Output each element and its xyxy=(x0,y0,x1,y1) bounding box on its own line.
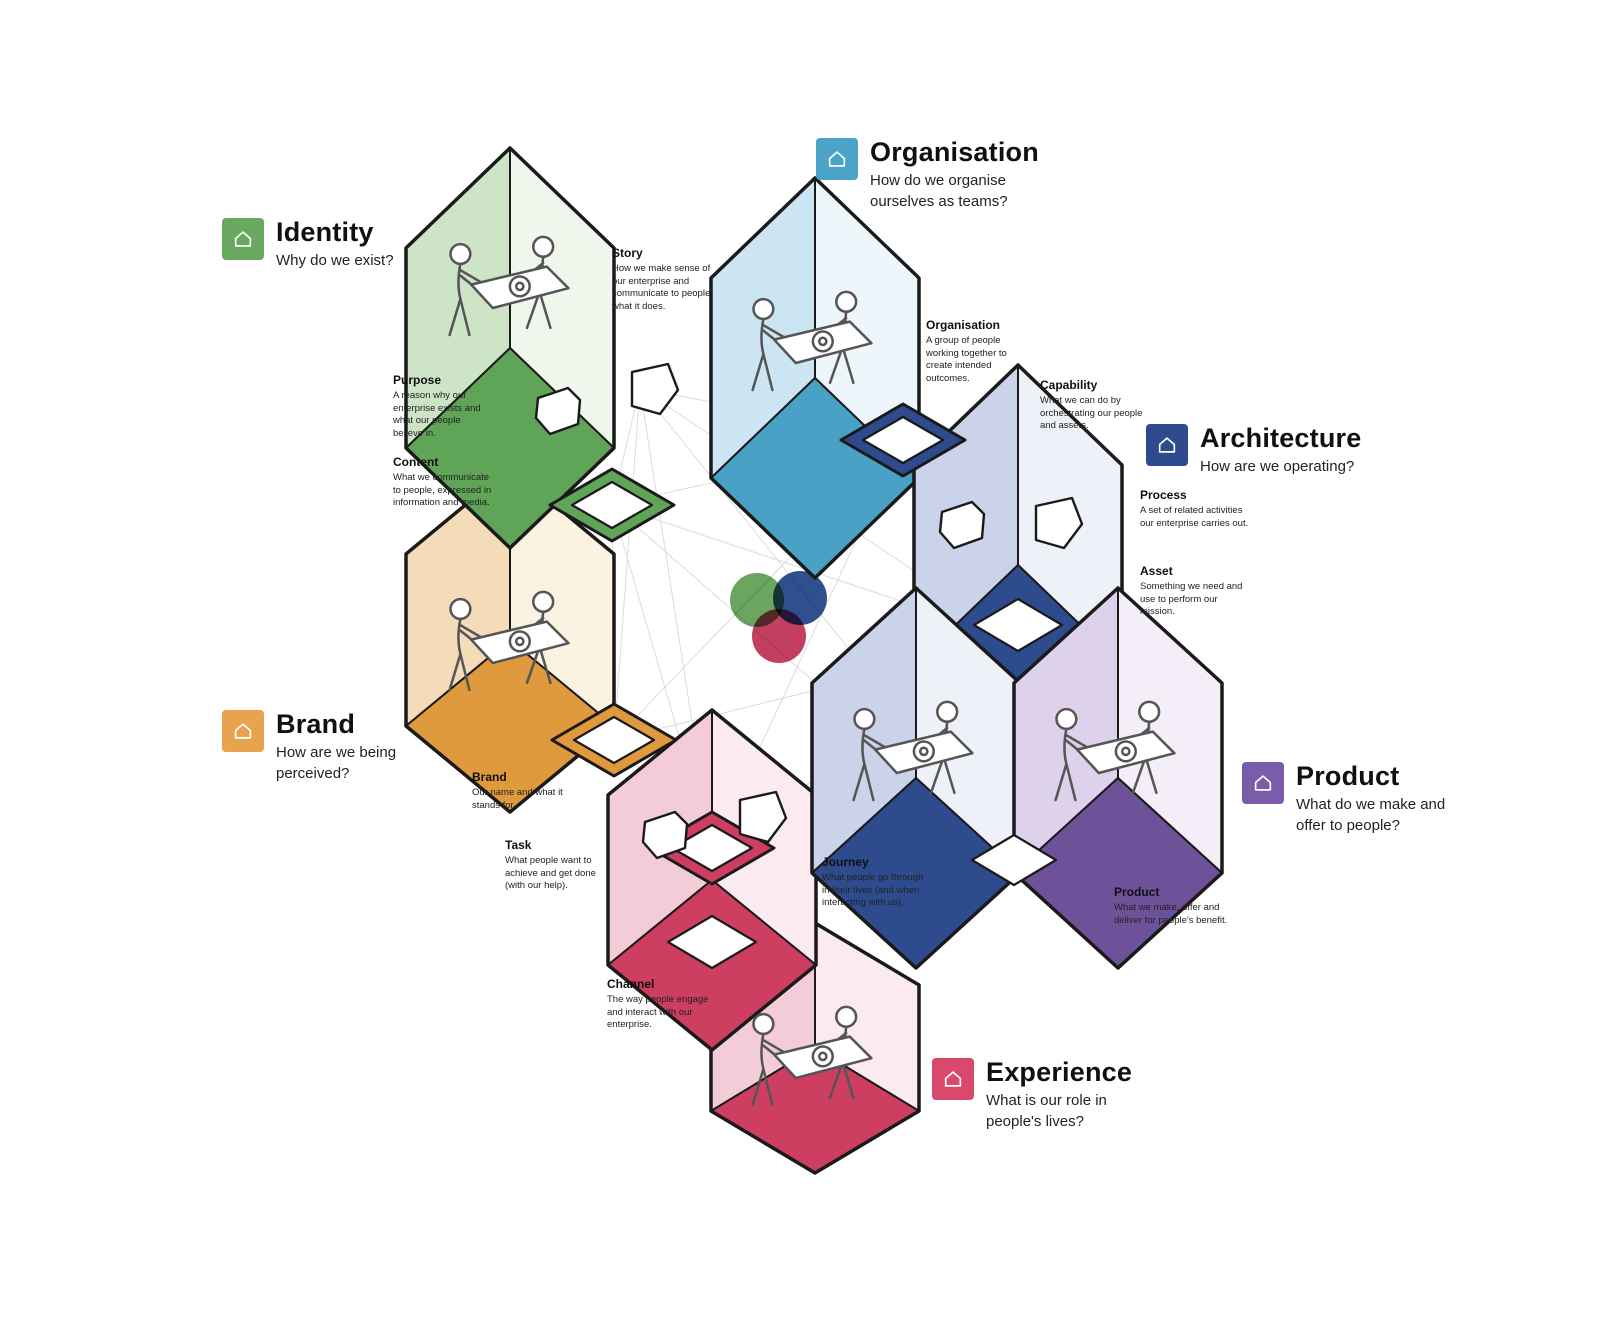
label-product: Product What we make, offer and deliver … xyxy=(1114,885,1229,927)
architecture-subtitle: How are we operating? xyxy=(1200,458,1355,476)
purpose-glyph-a xyxy=(534,386,582,436)
experience-home-icon xyxy=(932,1058,974,1100)
section-brand: Brand How are we being perceived? xyxy=(222,710,401,784)
organisation-home-icon xyxy=(816,138,858,180)
label-content-desc: What we communicate to people, expressed… xyxy=(393,472,492,509)
capability-window xyxy=(861,415,945,465)
label-product-title: Product xyxy=(1114,885,1160,899)
brand-subtitle: How are we being perceived? xyxy=(276,744,397,782)
label-story-desc: How we make sense of our enterprise and … xyxy=(612,263,711,312)
content-window xyxy=(570,480,654,530)
label-product-desc: What we make, offer and deliver for peop… xyxy=(1114,902,1228,926)
label-organisation-title: Organisation xyxy=(926,318,1001,332)
venn-red-circle xyxy=(752,609,806,663)
brand-title: Brand xyxy=(276,709,356,739)
identity-subtitle: Why do we exist? xyxy=(276,252,394,270)
label-journey-desc: What people go through in their lives (a… xyxy=(822,872,924,909)
label-task-title: Task xyxy=(505,838,532,852)
architecture-title: Architecture xyxy=(1200,423,1362,453)
purpose-glyph-b xyxy=(630,362,680,416)
label-brand: Brand Our name and what it stands for. xyxy=(472,770,577,812)
label-content-title: Content xyxy=(393,455,439,469)
label-journey: Journey What people go through in their … xyxy=(822,855,927,910)
label-capability-title: Capability xyxy=(1040,378,1098,392)
label-task-desc: What people want to achieve and get done… xyxy=(505,855,596,892)
organisation-cube xyxy=(709,176,921,580)
section-identity: Identity Why do we exist? xyxy=(222,218,426,272)
label-asset-title: Asset xyxy=(1140,564,1173,578)
label-capability: Capability What we can do by orchestrati… xyxy=(1040,378,1145,433)
product-cube-outline xyxy=(1012,586,1224,970)
label-journey-title: Journey xyxy=(822,855,869,869)
label-channel-title: Channel xyxy=(607,977,655,991)
section-architecture: Architecture How are we operating? xyxy=(1146,424,1390,478)
experience-title: Experience xyxy=(986,1057,1133,1087)
task-window xyxy=(670,823,754,873)
label-process-title: Process xyxy=(1140,488,1187,502)
label-organisation: Organisation A group of people working t… xyxy=(926,318,1031,385)
brand-cube-outline xyxy=(404,466,616,814)
journey-product-window xyxy=(970,833,1058,887)
section-product: Product What do we make and offer to peo… xyxy=(1242,762,1451,836)
channel-window xyxy=(666,914,758,970)
organisation-cube-outline xyxy=(709,176,921,580)
label-asset-desc: Something we need and use to perform our… xyxy=(1140,581,1243,618)
label-channel-desc: The way people engage and interact with … xyxy=(607,994,709,1031)
label-asset: Asset Something we need and use to perfo… xyxy=(1140,564,1250,619)
process-glyph-b xyxy=(1034,496,1084,550)
venn-diagram xyxy=(730,571,827,663)
label-content: Content What we communicate to people, e… xyxy=(393,455,493,510)
label-organisation-desc: A group of people working together to cr… xyxy=(926,335,1007,384)
experience-subtitle: What is our role in people's lives? xyxy=(986,1092,1107,1130)
label-purpose-title: Purpose xyxy=(393,373,442,387)
label-brand-title: Brand xyxy=(472,770,507,784)
process-glyph-a xyxy=(938,500,986,550)
product-subtitle: What do we make and offer to people? xyxy=(1296,796,1446,834)
brand-window xyxy=(572,715,656,765)
label-purpose-desc: A reason why our enterprise exists and w… xyxy=(393,390,481,439)
label-process-desc: A set of related activities our enterpri… xyxy=(1140,505,1249,529)
task-glyph-b xyxy=(738,790,788,844)
architecture-home-icon xyxy=(1146,424,1188,466)
identity-home-icon xyxy=(222,218,264,260)
organisation-title: Organisation xyxy=(870,137,1039,167)
label-process: Process A set of related activities our … xyxy=(1140,488,1255,530)
section-experience: Experience What is our role in people's … xyxy=(932,1058,1132,1132)
label-story-title: Story xyxy=(612,246,643,260)
organisation-subtitle: How do we organise ourselves as teams? xyxy=(870,172,1008,210)
face-glyphs xyxy=(534,362,1084,860)
label-task: Task What people want to achieve and get… xyxy=(505,838,605,893)
identity-title: Identity xyxy=(276,217,374,247)
label-channel: Channel The way people engage and intera… xyxy=(607,977,717,1032)
label-brand-desc: Our name and what it stands for. xyxy=(472,787,563,811)
label-capability-desc: What we can do by orchestrating our peop… xyxy=(1040,395,1143,432)
label-purpose: Purpose A reason why our enterprise exis… xyxy=(393,373,493,440)
task-glyph-a xyxy=(641,810,689,860)
product-title: Product xyxy=(1296,761,1400,791)
asset-window xyxy=(972,597,1064,653)
product-home-icon xyxy=(1242,762,1284,804)
identity-cube-outline xyxy=(404,146,616,550)
label-story: Story How we make sense of our enterpris… xyxy=(612,246,712,313)
brand-home-icon xyxy=(222,710,264,752)
section-organisation: Organisation How do we organise ourselve… xyxy=(816,138,1039,212)
